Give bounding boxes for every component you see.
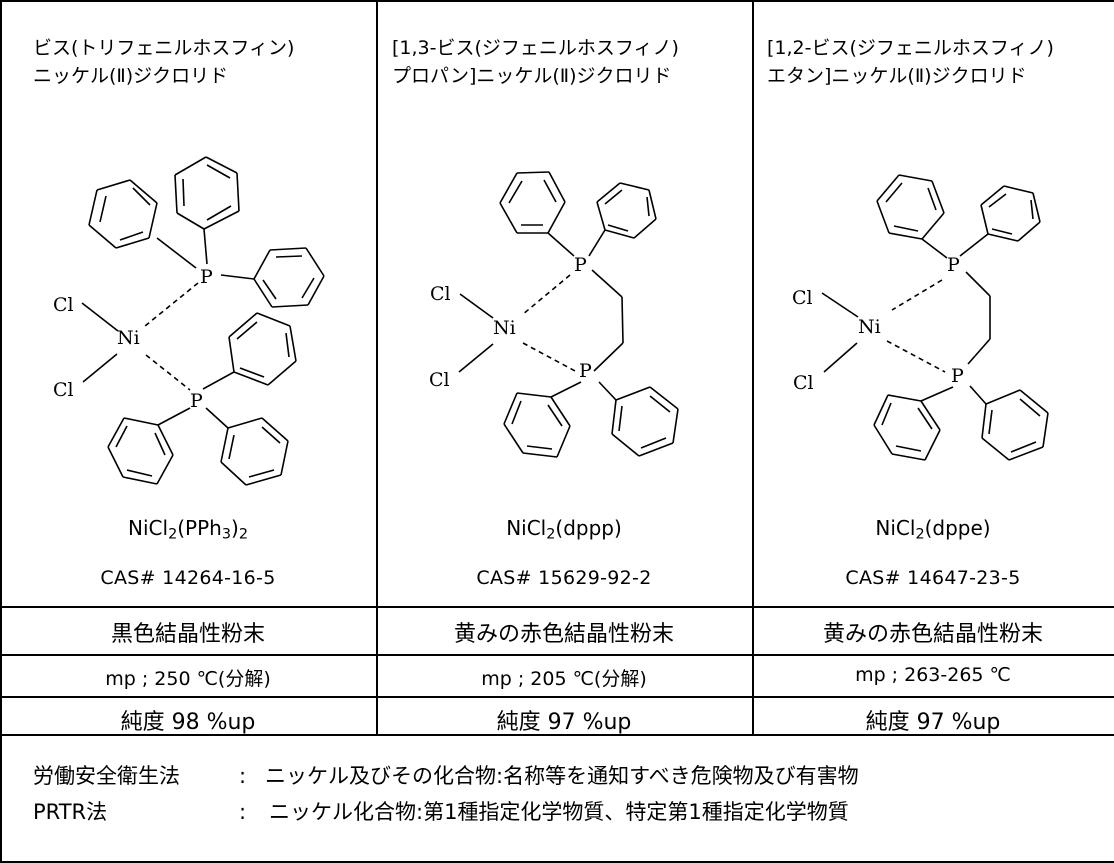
regulation-text: ニッケル化合物:第1種指定化学物質、特定第1種指定化学物質 xyxy=(269,800,849,824)
phenyl-ring xyxy=(611,386,679,457)
melting-point: mp ; 250 ℃(分解) xyxy=(105,668,271,690)
atom-label: P xyxy=(951,365,964,387)
phenyl-ring xyxy=(503,392,571,458)
purity: 純度 98 %up xyxy=(120,710,256,735)
formula: NiCl2(PPh3)2 xyxy=(2,516,374,543)
appearance: 黄みの赤色結晶性粉末 xyxy=(453,622,674,647)
phenyl-ring xyxy=(981,389,1049,461)
atom-label: Ni xyxy=(493,317,516,339)
phenyl-ring xyxy=(174,156,240,230)
atom-label: Ni xyxy=(117,327,140,349)
compound-name: [1,3-ビス(ジフェニルホスフィノ) プロパン]ニッケル(Ⅱ)ジクロリド xyxy=(392,34,679,90)
compound-name-line1: [1,2-ビス(ジフェニルホスフィノ) xyxy=(767,37,1054,59)
row-divider xyxy=(0,734,1114,736)
formula-subscript: 3 xyxy=(221,526,231,543)
melting-point: mp ; 263-265 ℃ xyxy=(855,664,1011,686)
formula: NiCl2(dppp) xyxy=(378,516,750,543)
compound-name-line1: ビス(トリフェニルホスフィン) xyxy=(33,37,295,59)
atom-label: P xyxy=(574,254,587,276)
structure-nicl2-dppe: P Cl Ni Cl P xyxy=(792,174,1049,461)
structure-nicl2-dppp: P Cl Ni Cl P xyxy=(429,171,679,458)
compound-name-line2: ニッケル(Ⅱ)ジクロリド xyxy=(33,65,229,87)
regulation-separator: : xyxy=(239,800,247,824)
purity: 純度 97 %up xyxy=(865,710,1001,735)
formula-text: NiCl xyxy=(506,516,547,540)
compound-name-line2: エタン]ニッケル(Ⅱ)ジクロリド xyxy=(767,65,1027,87)
atom-label: Cl xyxy=(53,294,74,316)
melting-point: mp ; 205 ℃(分解) xyxy=(481,668,647,690)
compound-name: ビス(トリフェニルホスフィン) ニッケル(Ⅱ)ジクロリド xyxy=(33,34,294,90)
row-divider xyxy=(0,654,1114,656)
atom-label: Cl xyxy=(792,287,813,309)
formula-text: (dppe) xyxy=(924,516,991,540)
phenyl-ring xyxy=(596,182,657,239)
formula-text: (dppp) xyxy=(555,516,622,540)
regulation-law: 労働安全衛生法 xyxy=(33,764,180,788)
phenyl-ring xyxy=(228,312,297,386)
appearance: 黄みの赤色結晶性粉末 xyxy=(822,622,1043,647)
formula-text: NiCl xyxy=(875,516,916,540)
phenyl-ring xyxy=(876,174,945,240)
cas-number: CAS# 14264-16-5 xyxy=(100,567,276,589)
atom-label: P xyxy=(947,254,960,276)
atom-label: Cl xyxy=(793,372,814,394)
formula-subscript: 2 xyxy=(238,526,248,543)
compound-name-line1: [1,3-ビス(ジフェニルホスフィノ) xyxy=(392,37,679,59)
row-divider xyxy=(0,606,1114,608)
formula-text: ) xyxy=(231,516,239,540)
atom-label: Ni xyxy=(858,316,881,338)
regulation-separator: : xyxy=(239,764,247,788)
formula-subscript: 2 xyxy=(168,526,178,543)
formula-subscript: 2 xyxy=(915,526,925,543)
atom-label: Cl xyxy=(429,369,450,391)
phenyl-ring xyxy=(220,417,289,486)
atom-label: P xyxy=(190,390,203,412)
formula: NiCl2(dppe) xyxy=(752,516,1114,543)
regulation-text: ニッケル及びその化合物:名称等を通知すべき危険物及び有害物 xyxy=(265,764,859,788)
purity: 純度 97 %up xyxy=(496,710,632,735)
phenyl-ring xyxy=(253,247,325,308)
formula-text: (PPh xyxy=(177,516,222,540)
atom-label: P xyxy=(579,360,592,382)
phenyl-ring xyxy=(499,171,566,234)
formula-text: NiCl xyxy=(128,516,169,540)
phenyl-ring xyxy=(980,185,1041,242)
regulation-row: 労働安全衛生法: ニッケル及びその化合物:名称等を通知すべき危険物及び有害物 xyxy=(33,760,859,790)
compound-name: [1,2-ビス(ジフェニルホスフィノ) エタン]ニッケル(Ⅱ)ジクロリド xyxy=(767,34,1054,90)
regulation-law: PRTR法 xyxy=(33,800,108,824)
atom-label: Cl xyxy=(53,379,74,401)
phenyl-ring xyxy=(88,179,158,249)
row-divider xyxy=(0,696,1114,698)
cas-number: CAS# 15629-92-2 xyxy=(476,567,652,589)
regulation-row: PRTR法: ニッケル化合物:第1種指定化学物質、特定第1種指定化学物質 xyxy=(33,796,849,826)
structure-nicl2-pph3: P Cl Ni Cl P xyxy=(53,156,325,486)
appearance: 黒色結晶性粉末 xyxy=(110,622,265,647)
formula-subscript: 2 xyxy=(546,526,556,543)
column-divider xyxy=(752,0,754,734)
cas-number: CAS# 14647-23-5 xyxy=(845,567,1021,589)
phenyl-ring xyxy=(107,417,174,485)
atom-label: P xyxy=(200,266,213,288)
column-divider xyxy=(376,0,378,734)
phenyl-ring xyxy=(873,394,941,461)
compound-name-line2: プロパン]ニッケル(Ⅱ)ジクロリド xyxy=(392,65,672,87)
atom-label: Cl xyxy=(430,283,451,305)
